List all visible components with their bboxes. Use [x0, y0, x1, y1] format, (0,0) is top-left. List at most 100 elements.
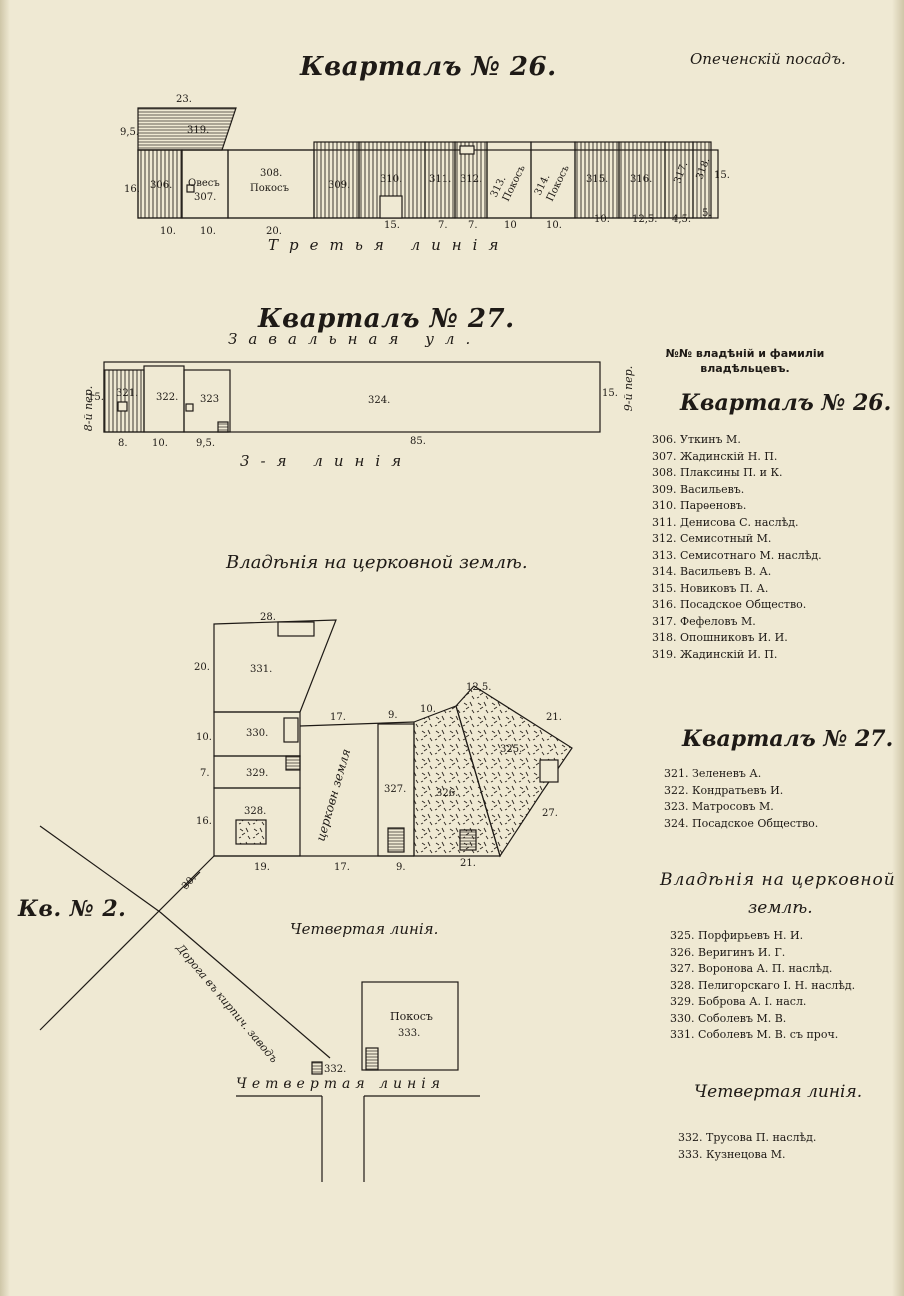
list-item: 307. Жадинскiй Н. П.	[652, 449, 778, 463]
map26-frontage: 4,5.	[672, 214, 691, 225]
legend-caption: №№ владѣнiй и фамилiи владѣльцевъ.	[640, 346, 850, 376]
map26-plot-label: 310.	[380, 174, 402, 185]
list-item: 318. Опошниковъ И. И.	[652, 631, 788, 644]
list-item: 311. Денисова С. наслѣд.	[652, 515, 799, 529]
map26-frontage: 15.	[384, 220, 400, 231]
list-item: 328. Пелигорскаго I. Н. наслѣд.	[670, 978, 856, 992]
map27-street-bottom-label: 3-я линiя	[240, 452, 413, 470]
map26-plot-label: 319.	[187, 125, 209, 136]
plot-333-note: Покосъ	[390, 1010, 433, 1023]
map27-plot-label: 322.	[156, 392, 178, 403]
church-dim: 20.	[194, 662, 210, 673]
road-arrow	[183, 871, 201, 889]
plot-311	[424, 141, 456, 219]
map27-street-top-label: Завальная ул.	[228, 330, 482, 348]
church-dim: 9.	[396, 862, 406, 873]
building-marker	[235, 819, 267, 845]
plot-315	[574, 141, 620, 219]
church-block-top-edge	[299, 721, 415, 727]
legend-church-title-line1: Владѣнiя на церковной	[660, 870, 896, 890]
building-marker	[277, 621, 315, 637]
church-land-title: Владѣнiя на церковной землѣ.	[226, 552, 528, 573]
plot-333-number: 333.	[398, 1028, 420, 1039]
church-dim: 21.	[546, 712, 562, 723]
lower-street-label: Четвертая линiя	[236, 1076, 445, 1092]
legend-fourth-list: 332. Трусова П. наслѣд. 333. Кузнецова М…	[678, 1130, 816, 1163]
building-marker	[285, 755, 301, 771]
map26-frontage: 10.	[546, 220, 562, 231]
map26-frontage: 12,5.	[632, 214, 657, 225]
church-plot-label: 327.	[384, 784, 406, 795]
building-marker	[539, 759, 559, 783]
list-item: 323. Матросовъ М.	[664, 800, 774, 813]
church-land-label: церковн земля	[313, 747, 353, 843]
map27-frontage: 9,5.	[196, 438, 215, 449]
map26-frontage: 5.	[702, 208, 712, 219]
plot-333	[361, 981, 459, 1071]
posad-label: Опеченскiй посадъ.	[690, 50, 846, 68]
map27-frontage: 10.	[152, 438, 168, 449]
map26-side-label: 16.	[124, 184, 140, 195]
church-plot-label: 328.	[244, 806, 266, 817]
legend-church-title-line2: землѣ.	[748, 898, 813, 918]
list-item: 306. Уткинъ М.	[652, 433, 741, 446]
plot-316	[618, 141, 666, 219]
lower-labels: Дорога въ кирпич. заводъ Покосъ 333. 332…	[173, 941, 445, 1092]
plot-306	[137, 149, 183, 219]
lower-block	[236, 981, 480, 1182]
plot-331	[213, 619, 337, 713]
list-item: 330. Соболевъ М. В.	[670, 1011, 787, 1025]
road-label: Дорога въ кирпич. заводъ	[173, 941, 280, 1066]
map26-plot-note: Покосъ	[250, 183, 289, 194]
list-item: 313. Семисотнаго М. наслѣд.	[652, 548, 822, 562]
building-marker	[459, 145, 475, 155]
map26-block	[137, 107, 719, 219]
list-item: 333. Кузнецова М.	[678, 1147, 786, 1161]
list-item: 317. Фефеловъ М.	[652, 614, 756, 628]
plot-312	[454, 141, 488, 219]
list-item: 329. Боброва А. I. насл.	[670, 995, 807, 1008]
map26-plot-label: 307.	[194, 192, 216, 203]
map26-plot-label: 309.	[328, 180, 350, 191]
list-item: 309. Васильевъ.	[652, 482, 745, 496]
map26-side-label: 15.	[714, 170, 730, 181]
building-marker	[387, 827, 405, 853]
paper-edge-right	[892, 0, 904, 1296]
list-item: 310. Парѳеновъ.	[652, 499, 747, 512]
church-dim: 7.	[200, 768, 210, 779]
plot-318	[692, 141, 712, 219]
kv2-label: Кв. № 2.	[18, 896, 127, 922]
church-dim: 10.	[420, 704, 436, 715]
map26-plot-note: Овесъ	[188, 178, 220, 189]
map26-frontage: 7.	[468, 220, 478, 231]
church-plot-label: 329.	[246, 768, 268, 779]
plot-317	[664, 141, 694, 219]
list-item: 324. Посадское Общество.	[664, 816, 819, 830]
map26-frontage: 20.	[266, 226, 282, 237]
list-item: 316. Посадское Общество.	[652, 598, 807, 611]
map27-side-label: 15.	[602, 388, 618, 399]
legend-caption-line2: владѣльцевъ.	[700, 362, 790, 375]
plot-332-number: 332.	[324, 1064, 346, 1075]
building-marker	[185, 403, 194, 412]
legend-kvartal27-list: 321. Зеленевъ А. 322. Кондратьевъ И. 323…	[664, 766, 818, 832]
map27-plot-label: 321.	[116, 388, 138, 399]
paper-edge-left	[0, 0, 10, 1296]
kvartal-27-title: Кварталъ № 27.	[258, 304, 515, 334]
map27-outline	[103, 361, 601, 433]
map26-side-label: 9,5.	[120, 127, 139, 138]
map26-frontage: 10.	[594, 214, 610, 225]
list-item: 326. Веригинъ И. Г.	[670, 945, 786, 959]
church-plot-label: 326.	[436, 788, 458, 799]
map26-frontage: 7.	[438, 220, 448, 231]
map26-street-label: Третья линiя	[268, 236, 510, 254]
building-marker	[186, 184, 195, 193]
church-dim: 16.	[196, 816, 212, 827]
church-dim: 12,5.	[466, 682, 491, 693]
list-item: 308. Плаксины П. и К.	[652, 466, 783, 479]
church-dim: 10.	[196, 732, 212, 743]
legend-kvartal27-title: Кварталъ № 27.	[682, 726, 894, 752]
map26-plot-label: 306.	[150, 180, 172, 191]
map27-frontage: 85.	[410, 436, 426, 447]
map26-frontage: 10.	[200, 226, 216, 237]
